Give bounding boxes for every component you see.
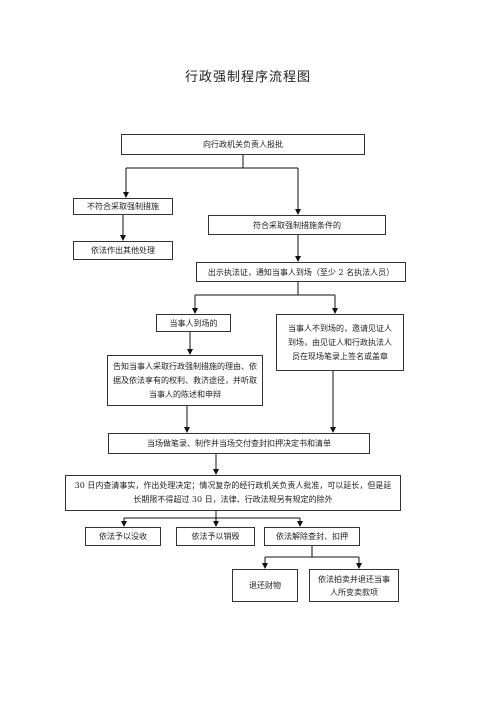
page-title: 行政强制程序流程图 xyxy=(184,70,311,85)
node-other-handling: 依法作出其他处理 xyxy=(73,241,173,260)
node-destroy: 依法予以销毁 xyxy=(176,527,255,546)
node-meet: 符合采取强制措施条件的 xyxy=(208,215,386,235)
node-inform: 告知当事人采取行政强制措施的理由、依据及依法享有的权利、救济途径，并听取当事人的… xyxy=(107,355,263,406)
node-show-cert: 出示执法证，通知当事人到场（至少 2 名执法人员） xyxy=(196,262,406,282)
node-confiscate: 依法予以没收 xyxy=(85,527,161,546)
node-auction: 依法拍卖并退还当事人所变卖款项 xyxy=(309,569,399,602)
node-present: 当事人到场的 xyxy=(156,314,231,332)
node-return: 退还财物 xyxy=(232,569,298,602)
node-record: 当场做笔录、制作并当场交付查封扣押决定书和清单 xyxy=(108,433,370,454)
node-decision: 30 日内查清事实，作出处理决定；情况复杂的经行政机关负责人批准，可以延长，但是… xyxy=(65,475,401,511)
node-not-meet: 不符合采取强制措施 xyxy=(73,198,173,215)
node-release: 依法解除查封、扣押 xyxy=(264,527,360,546)
node-report: 向行政机关负责人报批 xyxy=(121,134,365,155)
node-absent: 当事人不到场的，邀请见证人到场，由见证人和行政执法人员在现场笔录上签名或盖章 xyxy=(276,314,404,371)
